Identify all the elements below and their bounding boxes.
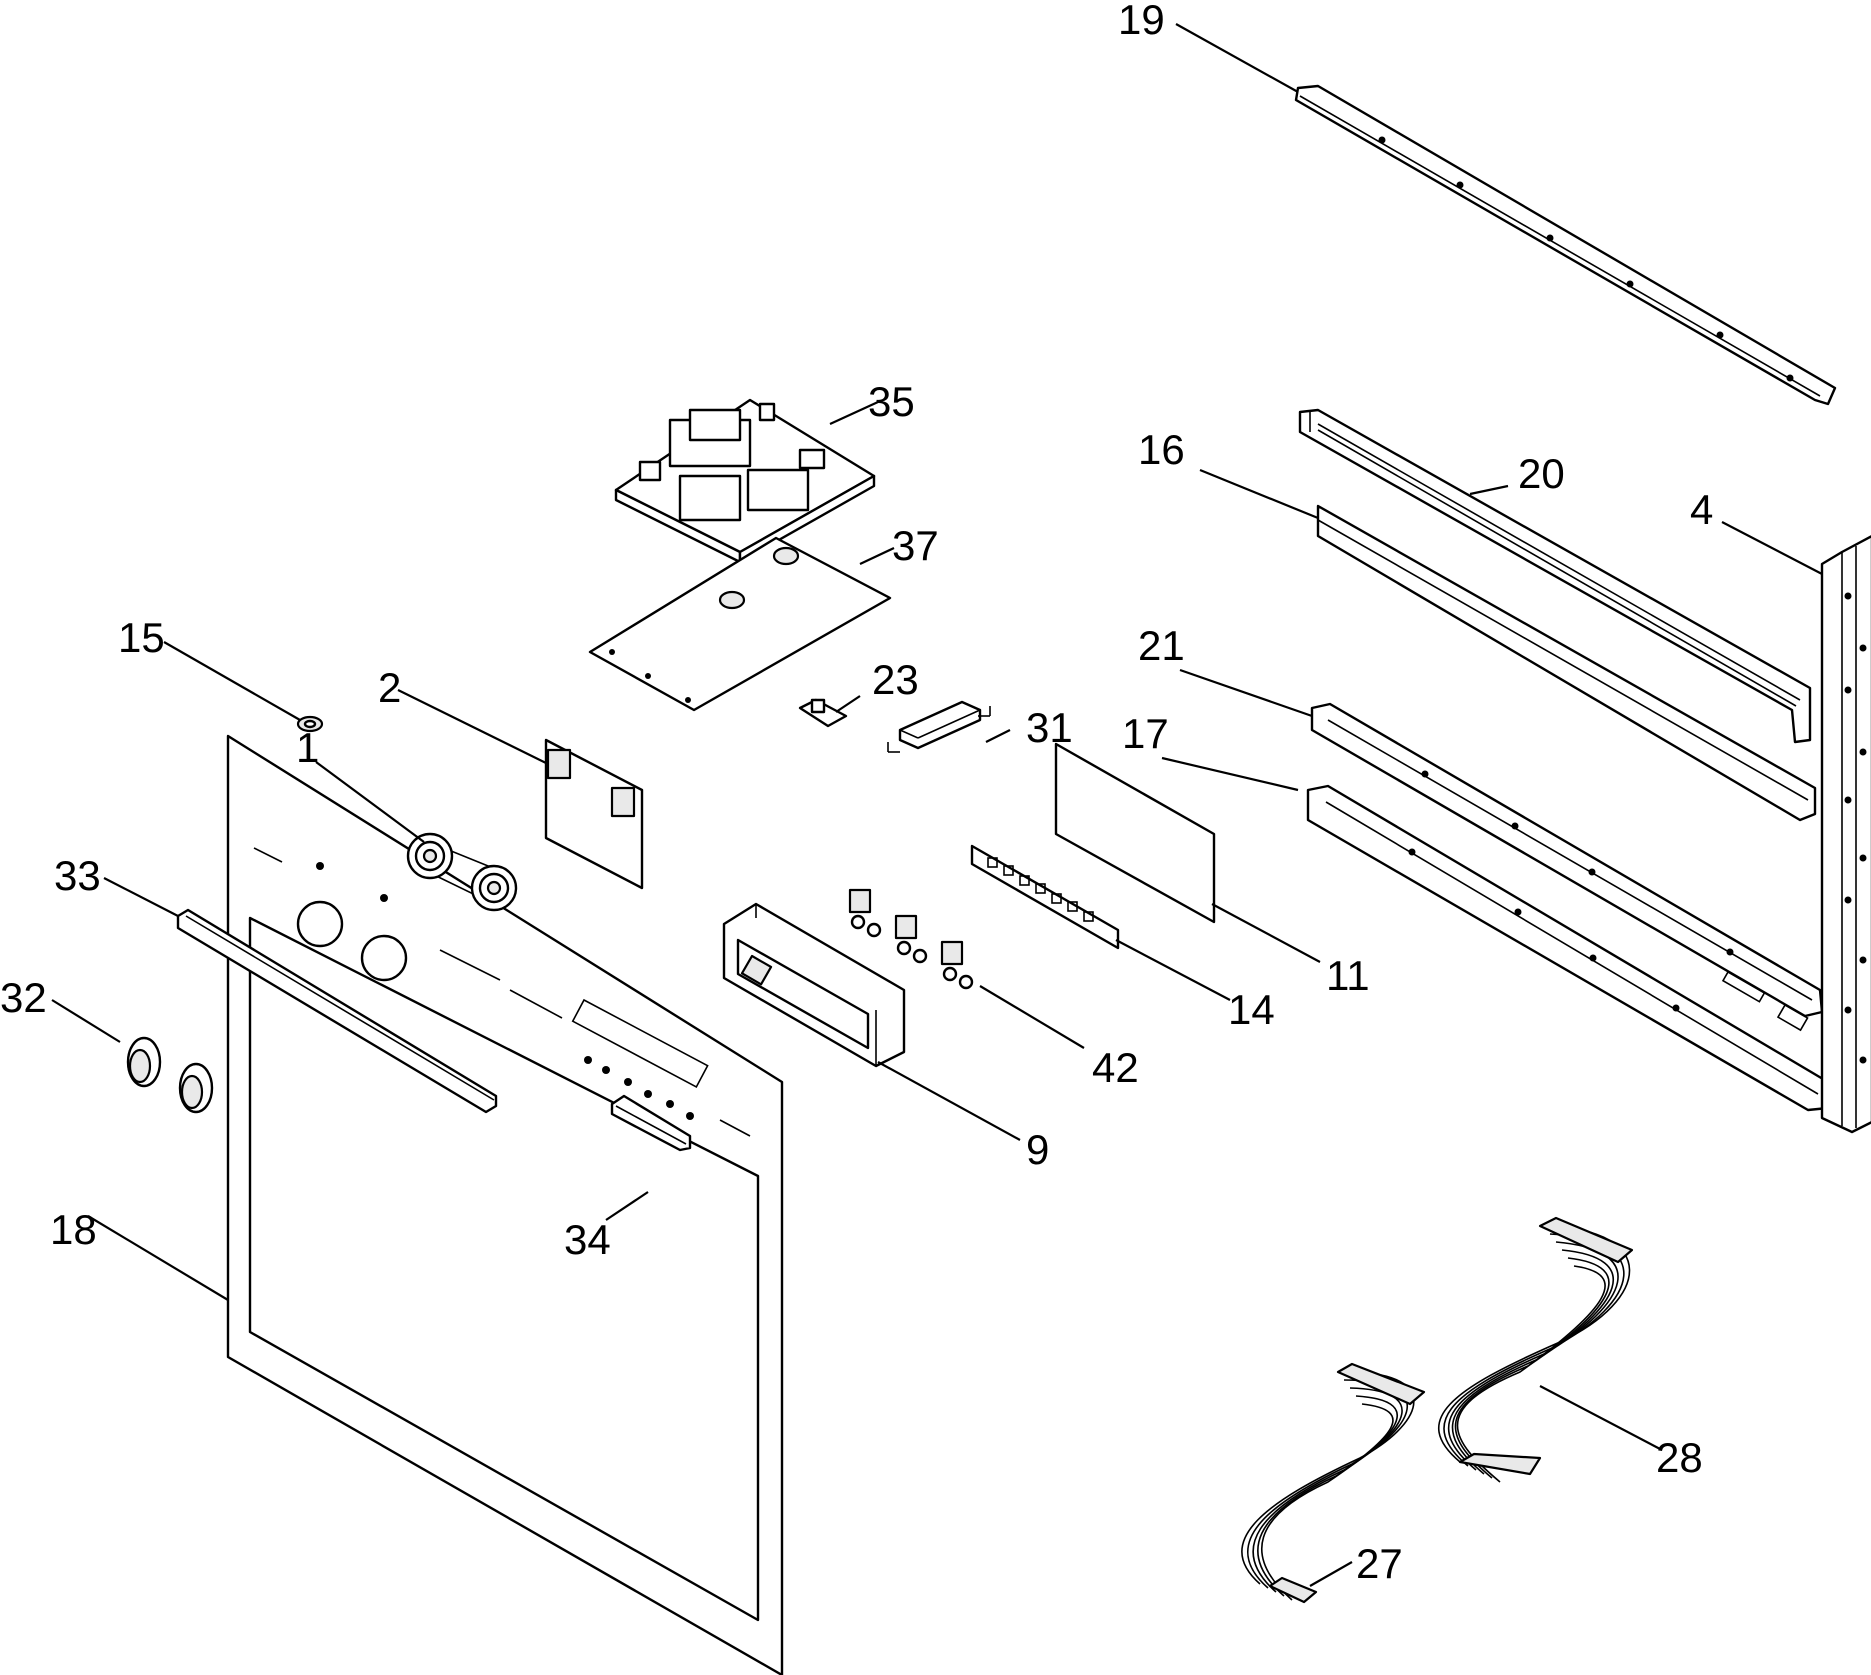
label-11: 11 <box>1326 952 1370 999</box>
label-4: 4 <box>1690 486 1713 533</box>
label-28: 28 <box>1656 1434 1703 1481</box>
label-15: 15 <box>118 614 165 661</box>
callout-labels: 19 35 16 20 4 37 21 23 31 17 11 14 42 9 … <box>0 0 1713 1587</box>
part-4-side-panel <box>1820 535 1871 1134</box>
part-34-handle <box>610 1094 692 1152</box>
label-33: 33 <box>54 852 101 899</box>
label-14: 14 <box>1228 986 1275 1033</box>
part-16-rail <box>1316 504 1817 822</box>
part-2-switch-bracket <box>544 738 644 890</box>
leader-lines <box>51 23 1823 1587</box>
label-21: 21 <box>1138 622 1185 669</box>
label-1: 1 <box>296 724 319 771</box>
part-37-cover-plate <box>588 536 892 712</box>
part-31-bar <box>887 700 991 753</box>
label-19: 19 <box>1118 0 1165 43</box>
part-19-top-rail <box>1294 84 1837 406</box>
label-35: 35 <box>868 378 915 425</box>
label-31: 31 <box>1026 704 1073 751</box>
label-23: 23 <box>872 656 919 703</box>
part-33-trim <box>176 908 498 1114</box>
label-37: 37 <box>892 522 939 569</box>
label-34: 34 <box>564 1216 611 1263</box>
label-32: 32 <box>0 974 47 1021</box>
part-15-grommet <box>296 715 324 733</box>
label-9: 9 <box>1026 1126 1049 1173</box>
part-14-keypad-strip <box>970 844 1120 950</box>
label-20: 20 <box>1518 450 1565 497</box>
part-11-panel <box>1054 742 1216 924</box>
part-9-display-housing <box>722 902 906 1068</box>
label-2: 2 <box>378 664 401 711</box>
part-35-control-board <box>614 398 876 564</box>
part-1-dual-knob <box>406 832 518 912</box>
part-20-rail <box>1298 408 1812 744</box>
label-17: 17 <box>1122 710 1169 757</box>
label-18: 18 <box>50 1206 97 1253</box>
part-42-buttons <box>848 888 974 990</box>
label-42: 42 <box>1092 1044 1139 1091</box>
part-27-ribbon-cable <box>1241 1362 1426 1604</box>
label-16: 16 <box>1138 426 1185 473</box>
part-28-ribbon-cable <box>1438 1216 1634 1483</box>
part-32-knobs <box>126 1036 214 1114</box>
part-18-front-panel <box>226 734 784 1675</box>
label-27: 27 <box>1356 1540 1403 1587</box>
part-23-clip <box>798 698 848 728</box>
